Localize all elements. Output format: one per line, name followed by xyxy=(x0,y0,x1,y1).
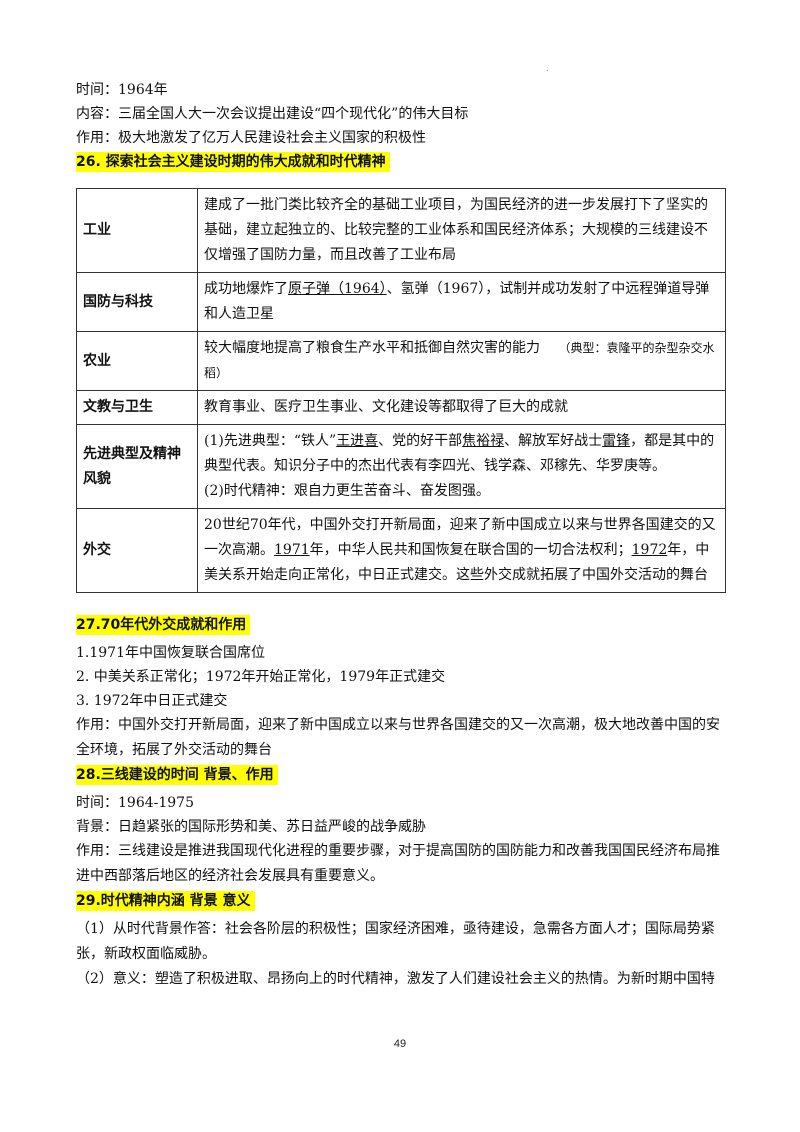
row-label-industry: 工业 xyxy=(76,188,198,273)
table-row: 先进典型及精神风貌 (1)先进典型：“铁人”王进喜、党的好干部焦裕禄、解放军好战… xyxy=(76,424,726,509)
underlined-term: 1972 xyxy=(631,542,668,558)
achievements-table: 工业 建成了一批门类比较齐全的基础工业项目，为国民经济的进一步发展打下了坚实的基… xyxy=(76,188,726,593)
intro-effect: 作用：极大地激发了亿万人民建设社会主义国家的积极性 xyxy=(76,130,426,146)
text-span: 20世纪70年代，中国外交打开新局面，迎来了新中国成立以来与世界各国建交的又一次… xyxy=(204,517,716,558)
underlined-term: 1971 xyxy=(274,542,310,558)
section-28-heading: 28.三线建设的时间 背景、作用 xyxy=(76,765,278,785)
row-label-diplomacy: 外交 xyxy=(76,508,198,593)
s28-effect: 作用：三线建设是推进我国现代化进程的重要步骤，对于提高国防的国防能力和改善我国国… xyxy=(76,843,720,884)
text-span: ，都是其中的典型代表。知识分子中的杰出代表有李四光、钱学森、邓稼先、华罗庚等。 xyxy=(204,433,715,474)
row-text-models: (1)先进典型：“铁人”王进喜、党的好干部焦裕禄、解放军好战士雷锋，都是其中的典… xyxy=(197,424,726,509)
text-span: 较大幅度地提高了粮食生产水平和抵御自然灾害的能力 xyxy=(204,340,540,356)
s29-point-2: （2）意义：塑造了积极进取、昂扬向上的时代精神，激发了人们建设社会主义的热情。为… xyxy=(76,971,715,987)
underlined-term: 焦裕禄 xyxy=(462,433,505,449)
text-span: (2)时代精神：艰自力更生苦奋斗、奋发图强。 xyxy=(204,483,490,499)
underlined-term: 王进喜 xyxy=(336,433,379,449)
intro-content: 内容：三届全国人大一次会议提出建设“四个现代化”的伟大目标 xyxy=(76,106,469,122)
row-label-culture: 文教与卫生 xyxy=(76,390,198,425)
row-text-culture: 教育事业、医疗卫生事业、文化建设等都取得了巨大的成就 xyxy=(197,390,726,425)
text-span: 、党的好干部 xyxy=(378,433,463,449)
s27-item-3: 3. 1972年中日正式建交 xyxy=(76,693,228,709)
s28-time: 时间：1964-1975 xyxy=(76,795,194,811)
table-row: 工业 建成了一批门类比较齐全的基础工业项目，为国民经济的进一步发展打下了坚实的基… xyxy=(76,188,726,273)
scan-dot: . xyxy=(546,64,549,73)
text-span: 、氢弹（1967），试制并成功发射了中远程弹道导弹和人造卫星 xyxy=(204,281,710,322)
row-label-defense: 国防与科技 xyxy=(76,272,198,332)
row-text-diplomacy: 20世纪70年代，中国外交打开新局面，迎来了新中国成立以来与世界各国建交的又一次… xyxy=(197,508,726,593)
text-span: 成功地爆炸了 xyxy=(204,281,288,297)
page-content: 时间：1964年 内容：三届全国人大一次会议提出建设“四个现代化”的伟大目标 作… xyxy=(76,78,726,991)
underlined-term: 原子弹（1964） xyxy=(288,281,387,297)
row-text-defense: 成功地爆炸了原子弹（1964）、氢弹（1967），试制并成功发射了中远程弹道导弹… xyxy=(197,272,726,332)
text-span: 年，中华人民共和国恢复在联合国的一切合法权利； xyxy=(309,542,632,558)
intro-time: 时间：1964年 xyxy=(76,82,168,98)
table-row: 农业 较大幅度地提高了粮食生产水平和抵御自然灾害的能力 （典型：袁隆平的杂型杂交… xyxy=(76,331,726,391)
table-row: 国防与科技 成功地爆炸了原子弹（1964）、氢弹（1967），试制并成功发射了中… xyxy=(76,272,726,332)
text-span: (1)先进典型：“铁人” xyxy=(204,433,337,449)
table-row: 文教与卫生 教育事业、医疗卫生事业、文化建设等都取得了巨大的成就 xyxy=(76,390,726,425)
s27-item-1: 1.1971年中国恢复联合国席位 xyxy=(76,645,265,661)
note-text: （典型：袁隆平的杂型杂交水稻） xyxy=(204,341,715,380)
section-29-heading: 29.时代精神内涵 背景 意义 xyxy=(76,891,255,911)
section-26-heading: 26. 探索社会主义建设时期的伟大成就和时代精神 xyxy=(76,152,390,172)
s27-effect: 作用：中国外交打开新局面，迎来了新中国成立以来与世界各国建交的又一次高潮，极大地… xyxy=(76,717,720,758)
s29-point-1: （1）从时代背景作答：社会各阶层的积极性；国家经济困难，亟待建设，急需各方面人才… xyxy=(76,921,715,962)
underlined-term: 雷锋 xyxy=(602,433,631,449)
s28-background: 背景：日趋紧张的国际形势和美、苏日益严峻的战争威胁 xyxy=(76,819,426,835)
row-text-agriculture: 较大幅度地提高了粮食生产水平和抵御自然灾害的能力 （典型：袁隆平的杂型杂交水稻） xyxy=(197,331,726,391)
text-span: 、解放军好战士 xyxy=(504,433,603,449)
s27-item-2: 2. 中美关系正常化；1972年开始正常化，1979年正式建交 xyxy=(76,669,446,685)
row-label-models: 先进典型及精神风貌 xyxy=(76,424,198,509)
page-number: 49 xyxy=(393,1038,407,1050)
row-text-industry: 建成了一批门类比较齐全的基础工业项目，为国民经济的进一步发展打下了坚实的基础，建… xyxy=(197,188,726,273)
table-row: 外交 20世纪70年代，中国外交打开新局面，迎来了新中国成立以来与世界各国建交的… xyxy=(76,508,726,593)
text-span: 年，中美关系开始走向正常化，中日正式建交。这些外交成就拓展了中国外交活动的舞台 xyxy=(204,542,710,583)
section-27-heading: 27.70年代外交成就和作用 xyxy=(76,615,251,635)
row-label-agriculture: 农业 xyxy=(76,331,198,391)
